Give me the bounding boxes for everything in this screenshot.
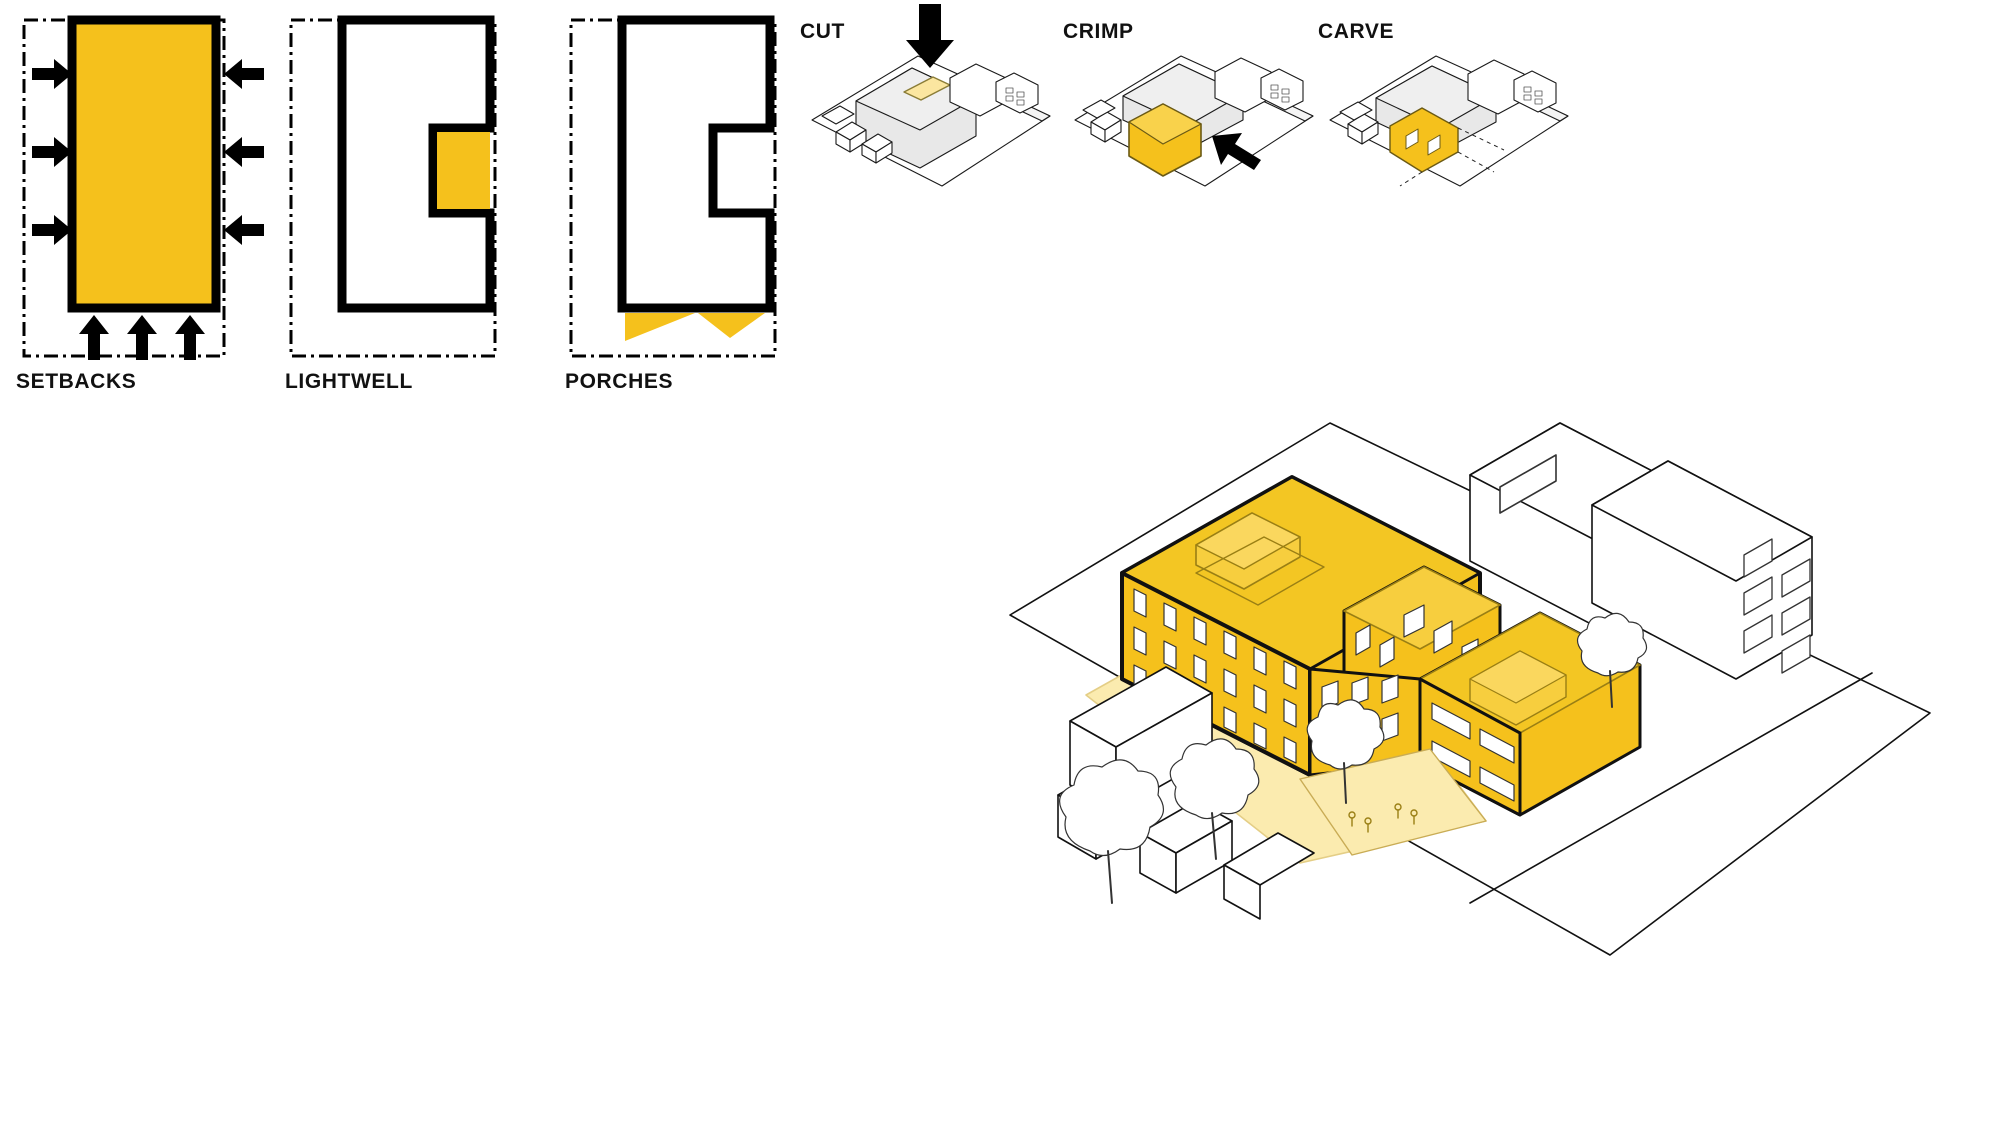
entry-porch-plane — [1299, 748, 1487, 856]
plan-label-porches: PORCHES — [565, 370, 674, 393]
plan-diagram-lightwell: LIGHTWELL — [285, 8, 515, 393]
lightwell-fill — [437, 132, 490, 209]
crimp-highlight-roof — [1128, 103, 1202, 145]
hero-axon-svg — [1009, 422, 1931, 956]
context-houses — [1339, 101, 1379, 145]
neighbour-windows — [1523, 86, 1543, 105]
facade-northwest-windows — [1133, 588, 1297, 764]
street-trees — [1059, 612, 1648, 904]
plan-diagram-porches: PORCHES — [565, 8, 795, 393]
carve-iso-svg — [1329, 55, 1569, 187]
crimp-direction-arrow — [1212, 133, 1261, 170]
iso-thumbnail-cut — [800, 0, 1060, 195]
neighbour-apartment-windows — [1743, 538, 1811, 674]
building-outline — [337, 15, 495, 313]
porches-svg — [569, 15, 777, 358]
courtyard-furniture — [1348, 803, 1418, 833]
iso-label-cut: CUT — [800, 20, 845, 43]
cut-direction-arrow — [906, 4, 954, 68]
neighbour-parapet — [1499, 454, 1557, 514]
context-houses — [821, 105, 893, 164]
setback-arrows-left — [32, 59, 72, 245]
carved-openings — [1405, 128, 1441, 156]
street-edge — [1469, 672, 1873, 904]
neighbour-windows — [1005, 87, 1025, 106]
plan-label-lightwell: LIGHTWELL — [285, 370, 413, 393]
iso-label-crimp: CRIMP — [1063, 20, 1134, 43]
buildable-footprint — [67, 15, 221, 313]
roof-bulkhead-top — [1195, 512, 1301, 570]
neighbour-windows — [1270, 84, 1290, 103]
plan-label-setbacks: SETBACKS — [16, 370, 137, 393]
sightline-dashes — [1399, 127, 1505, 187]
iso-thumbnail-carve — [1318, 0, 1578, 195]
porch-wedges — [625, 313, 765, 341]
setback-arrows-right — [224, 59, 264, 245]
east-roof-bulkhead-top — [1469, 650, 1567, 704]
lightwell-svg — [289, 15, 497, 358]
porch-wedge-east — [698, 313, 765, 338]
iso-label-carve: CARVE — [1318, 20, 1395, 43]
hero-axonometric — [1000, 255, 1990, 956]
plan-diagram-setbacks: SETBACKS — [10, 8, 290, 393]
building-outline — [617, 15, 775, 313]
roof-terrace — [1195, 536, 1325, 606]
crimp-iso-svg — [1074, 55, 1314, 187]
setbacks-svg — [22, 15, 264, 360]
setback-arrows-bottom — [79, 315, 205, 360]
facade-street-windows — [1431, 702, 1515, 808]
iso-thumbnail-crimp — [1063, 0, 1323, 195]
cut-iso-svg — [811, 4, 1051, 187]
porch-wedge-west — [625, 313, 695, 341]
context-houses — [1082, 99, 1122, 143]
